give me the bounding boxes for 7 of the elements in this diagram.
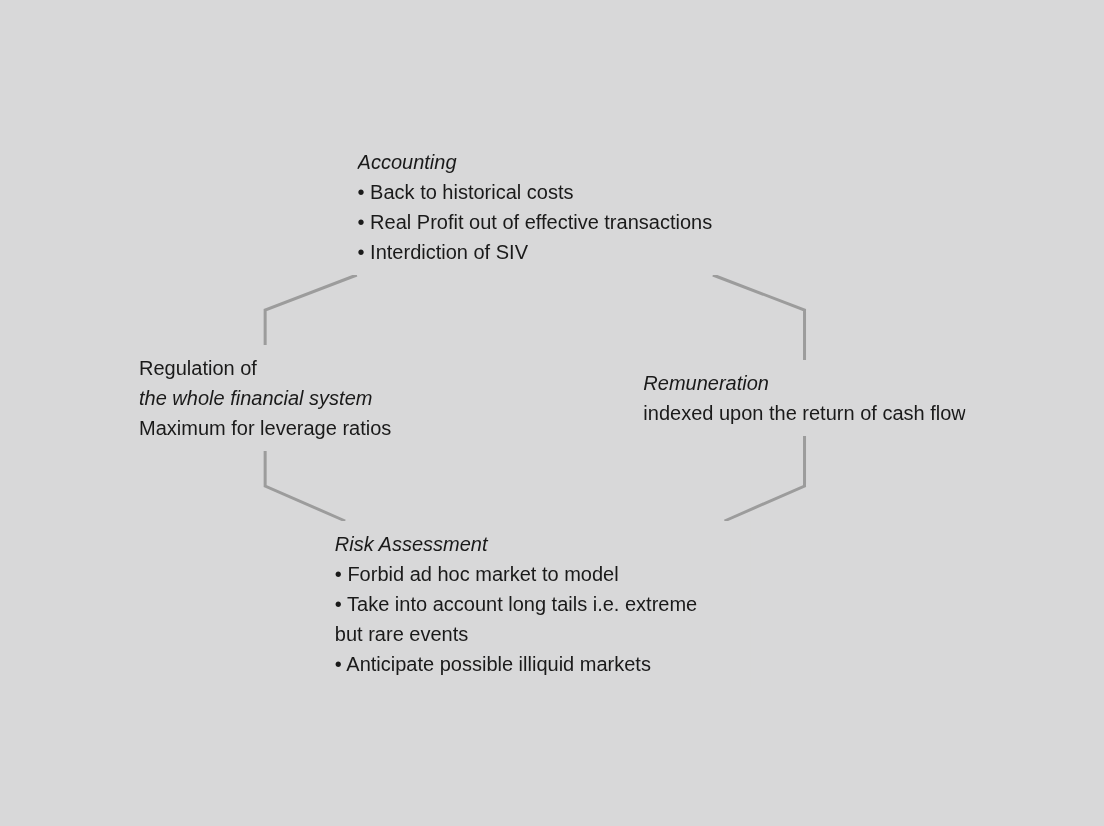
node-text: Risk Assessment • Forbid ad hoc market to model • Take into account long tails i.e. extreme but rare events • Anticipate possible illiquid markets	[334, 533, 697, 675]
connector	[263, 451, 346, 523]
node-text: Regulation of the whole financial system Maximum for leverage ratios	[138, 357, 391, 439]
connector	[712, 273, 806, 360]
connector	[723, 436, 806, 523]
connector	[263, 273, 357, 345]
node-text: Remuneration indexed upon the return of cash flow	[642, 372, 966, 424]
